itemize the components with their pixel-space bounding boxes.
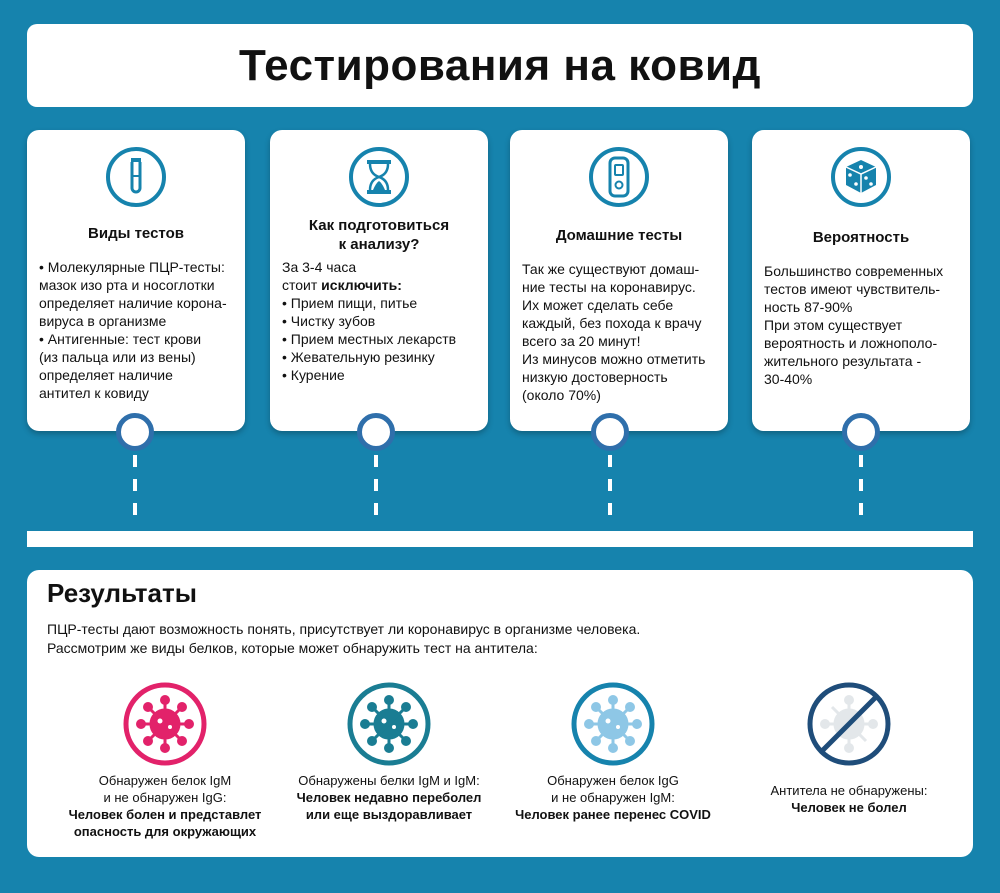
virus-icon bbox=[347, 682, 431, 766]
caption-line: Обнаружены белки IgM и IgM: bbox=[298, 773, 480, 788]
card-line: Их может сделать себе bbox=[522, 297, 674, 313]
result-no-antibodies: Антитела не обнаружены: Человек не болел bbox=[739, 682, 959, 816]
card-line: За 3-4 часа bbox=[282, 259, 357, 275]
card-line: всего за 20 минут! bbox=[522, 333, 641, 349]
card-title-line: к анализу? bbox=[338, 236, 420, 253]
card-line: тестов имеют чувствитель- bbox=[764, 281, 941, 297]
card-line: (из пальца или из вены) bbox=[39, 349, 196, 365]
timeline-node bbox=[591, 413, 629, 451]
card-line: • Прием местных лекарств bbox=[282, 331, 457, 347]
card-line: каждый, без похода к врачу bbox=[522, 315, 702, 331]
caption-bold: или еще выздоравливает bbox=[305, 807, 473, 822]
card-line: вируса в организме bbox=[39, 313, 167, 329]
timeline-node bbox=[116, 413, 154, 451]
card-line: • Курение bbox=[282, 367, 345, 383]
results-title: Результаты bbox=[47, 578, 197, 608]
no-virus-icon bbox=[807, 682, 891, 766]
timeline-node bbox=[357, 413, 395, 451]
timeline-dash bbox=[608, 455, 612, 523]
caption-bold: опасность для окружающих bbox=[73, 824, 257, 839]
card-title-line: Как подготовиться bbox=[308, 217, 450, 234]
card-body: Большинство современных тестов имеют чув… bbox=[764, 262, 960, 388]
caption-bold: Человек не болел bbox=[791, 800, 907, 815]
card-body: Так же существуют домаш- ние тесты на ко… bbox=[522, 260, 718, 404]
caption-bold: Человек болен и представлет bbox=[68, 807, 262, 822]
card-body: • Молекулярные ПЦР-тесты: мазок изо рта … bbox=[39, 258, 235, 402]
card-line: (около 70%) bbox=[522, 387, 601, 403]
card-line: ность 87-90% bbox=[764, 299, 853, 315]
card-home-tests: Домашние тесты Так же существуют домаш- … bbox=[510, 130, 728, 431]
caption-line: и не обнаружен IgG: bbox=[103, 790, 227, 805]
caption-line: Обнаружен белок IgM bbox=[98, 773, 232, 788]
result-igm-only: Обнаружен белок IgM и не обнаружен IgG: … bbox=[55, 682, 275, 840]
test-tube-icon bbox=[105, 146, 167, 208]
card-line: Из минусов можно отметить bbox=[522, 351, 706, 367]
virus-icon bbox=[571, 682, 655, 766]
card-title: Домашние тесты bbox=[555, 227, 683, 244]
card-line-pre: стоит bbox=[282, 277, 322, 293]
card-line: • Чистку зубов bbox=[282, 313, 376, 329]
card-probability: Вероятность Большинство современных тест… bbox=[752, 130, 970, 431]
timeline-dash bbox=[133, 455, 137, 523]
timeline-bar bbox=[27, 531, 973, 547]
card-line: определяет наличие корона- bbox=[39, 295, 227, 311]
card-line: • Прием пищи, питье bbox=[282, 295, 418, 311]
results-intro: ПЦР-тесты дают возможность понять, прису… bbox=[47, 620, 640, 658]
virus-icon bbox=[123, 682, 207, 766]
caption-line: Обнаружен белок IgG bbox=[547, 773, 679, 788]
card-preparation: Как подготовиться к анализу? За 3-4 часа… bbox=[270, 130, 488, 431]
results-intro-line: Рассмотрим же виды белков, которые может… bbox=[47, 640, 538, 656]
caption-bold: Человек недавно переболел bbox=[296, 790, 482, 805]
card-line: мазок изо рта и носоглотки bbox=[39, 277, 215, 293]
timeline-dash bbox=[859, 455, 863, 523]
card-line: вероятность и ложнополо- bbox=[764, 335, 938, 351]
hourglass-icon bbox=[348, 146, 410, 208]
page-title: Тестирования на ковид bbox=[239, 40, 761, 90]
caption-bold: Человек ранее перенес COVID bbox=[515, 807, 711, 822]
result-caption: Обнаружен белок IgG и не обнаружен IgM: … bbox=[503, 772, 723, 823]
card-title: Виды тестов bbox=[88, 225, 184, 242]
title-box: Тестирования на ковид bbox=[27, 24, 973, 107]
timeline-dash bbox=[374, 455, 378, 523]
results-intro-line: ПЦР-тесты дают возможность понять, прису… bbox=[47, 621, 641, 637]
card-line: • Антигенные: тест крови bbox=[39, 331, 202, 347]
card-line: При этом существует bbox=[764, 317, 903, 333]
card-line: • Молекулярные ПЦР-тесты: bbox=[39, 259, 225, 275]
card-line: Большинство современных bbox=[764, 263, 944, 279]
home-test-icon bbox=[588, 146, 650, 208]
card-title: Вероятность bbox=[812, 229, 910, 246]
result-caption: Обнаружены белки IgM и IgM: Человек неда… bbox=[279, 772, 499, 823]
caption-line: Антитела не обнаружены: bbox=[770, 783, 928, 798]
card-line: 30-40% bbox=[764, 371, 813, 387]
card-body: За 3-4 часа стоит исключить: • Прием пищ… bbox=[282, 258, 478, 384]
dice-icon bbox=[830, 146, 892, 208]
result-caption: Обнаружен белок IgM и не обнаружен IgG: … bbox=[55, 772, 275, 840]
card-line: определяет наличие bbox=[39, 367, 173, 383]
card-title: Как подготовиться к анализу? bbox=[278, 216, 480, 254]
card-line: стоит исключить: bbox=[282, 276, 478, 294]
results-panel: Результаты ПЦР-тесты дают возможность по… bbox=[27, 570, 973, 857]
result-igg-only: Обнаружен белок IgG и не обнаружен IgM: … bbox=[503, 682, 723, 823]
timeline-node bbox=[842, 413, 880, 451]
card-line: низкую достоверность bbox=[522, 369, 668, 385]
caption-line: и не обнаружен IgM: bbox=[551, 790, 675, 805]
card-line: Так же существуют домаш- bbox=[522, 261, 700, 277]
card-line: антител к ковиду bbox=[39, 385, 149, 401]
card-line: жительного результата - bbox=[764, 353, 922, 369]
card-line: • Жевательную резинку bbox=[282, 349, 435, 365]
card-test-types: Виды тестов • Молекулярные ПЦР-тесты: ма… bbox=[27, 130, 245, 431]
result-caption: Антитела не обнаружены: Человек не болел bbox=[739, 782, 959, 816]
result-igm-igg: Обнаружены белки IgM и IgM: Человек неда… bbox=[279, 682, 499, 823]
card-line-bold: исключить: bbox=[321, 277, 402, 293]
card-line: ние тесты на коронавирус. bbox=[522, 279, 696, 295]
